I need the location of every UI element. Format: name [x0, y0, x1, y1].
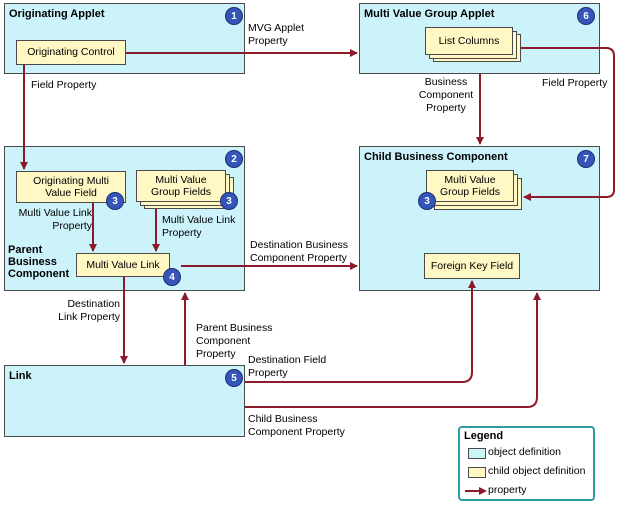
legend-object-label: object definition	[488, 446, 561, 458]
list-columns: List Columns	[425, 27, 513, 55]
badge-5-icon: 5	[225, 369, 243, 387]
legend-arrow-icon	[465, 487, 487, 495]
badge-6-icon: 6	[577, 7, 595, 25]
link-box: Link 5	[4, 365, 245, 437]
originating-control: Originating Control	[16, 40, 126, 65]
mvg-applet-title: Multi Value Group Applet	[364, 8, 495, 20]
arrow-destination-field-property	[245, 280, 476, 383]
legend: Legend object definition child object de…	[458, 426, 595, 501]
badge-1-icon: 1	[225, 7, 243, 25]
foreign-key-field: Foreign Key Field	[424, 253, 520, 279]
legend-child-label: child object definition	[488, 465, 586, 477]
label-mvl-property-1: Multi Value Link Property	[18, 207, 92, 232]
legend-child-swatch	[468, 467, 486, 478]
legend-property-label: property	[488, 484, 527, 496]
label-destination-field-property: Destination Field Property	[248, 354, 327, 379]
multi-value-link: Multi Value Link	[76, 253, 170, 277]
label-child-bc-property: Child Business Component Property	[248, 413, 345, 438]
arrow-child-bc-property	[245, 292, 541, 408]
badge-3-mvg-child-icon: 3	[418, 192, 436, 210]
badge-7-icon: 7	[577, 150, 595, 168]
badge-3-mvg-parent-icon: 3	[220, 192, 238, 210]
badge-4-mvl-icon: 4	[163, 268, 181, 286]
label-field-property-right: Field Property	[542, 77, 608, 89]
legend-title: Legend	[464, 430, 504, 442]
label-field-property-left: Field Property	[31, 79, 97, 91]
label-mvl-property-2: Multi Value Link Property	[162, 214, 236, 239]
link-title: Link	[9, 370, 32, 382]
label-parent-bc-property: Parent Business Component Property	[196, 322, 273, 360]
badge-2-icon: 2	[225, 150, 243, 168]
originating-applet-title: Originating Applet	[9, 8, 105, 20]
label-destination-link-property: Destination Link Property	[58, 298, 120, 323]
mvg-fields-child: Multi Value Group Fields	[426, 170, 514, 202]
label-business-component-property: Business Component Property	[418, 76, 474, 114]
arrow-field-property-right	[521, 47, 615, 201]
label-mvg-applet-property: MVG Applet Property	[248, 22, 305, 47]
mvg-fields-parent: Multi Value Group Fields	[136, 170, 226, 202]
label-destination-bc-property: Destination Business Component Property	[250, 239, 349, 264]
badge-3-mvf-icon: 3	[106, 192, 124, 210]
originating-multi-value-field: Originating Multi Value Field	[16, 171, 126, 203]
parent-business-component-title: Parent Business Component	[8, 244, 70, 280]
legend-object-swatch	[468, 448, 486, 459]
child-business-component-title: Child Business Component	[364, 151, 508, 163]
